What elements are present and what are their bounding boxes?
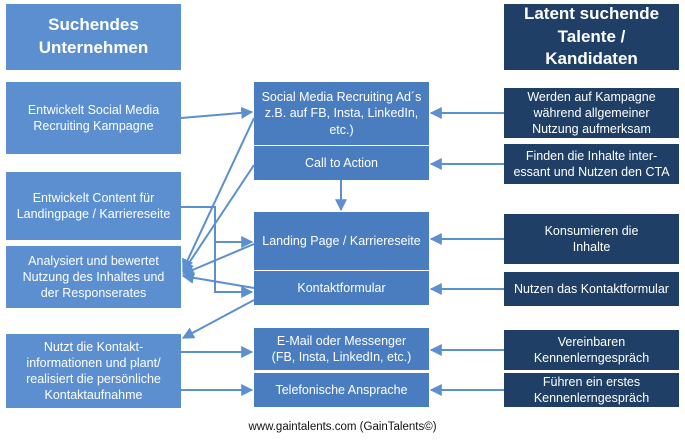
arrow-form-to-contact [181, 299, 255, 339]
right-box-konsumieren: Konsumieren die Inhalte [504, 214, 679, 264]
right-box-erstes-gespraech: Führen ein erstes Kennenlerngespräch [504, 373, 679, 407]
middle-box-telefonische-ansprache: Telefonische Ansprache [254, 373, 429, 407]
right-box-kontaktformular: Nutzen das Kontaktformular [504, 272, 679, 306]
left-box-content: Entwickelt Content für Landingpage / Kar… [6, 172, 181, 240]
right-box-kennenlernen: Vereinbaren Kennenlerngespräch [504, 330, 679, 370]
middle-box-call-to-action: Call to Action [254, 146, 429, 180]
left-box-campaign: Entwickelt Social Media Recruiting Kampa… [6, 82, 181, 154]
header-suchendes-unternehmen: Suchendes Unternehmen [6, 4, 181, 70]
footer-credit: www.gaintalents.com (GainTalents©) [248, 421, 437, 433]
middle-box-landing-page: Landing Page / Karriereseite [254, 212, 429, 270]
left-box-analysis: Analysiert und bewertet Nutzung des Inha… [6, 246, 181, 308]
right-box-cta: Finden die Inhalte inter- essant und Nut… [504, 144, 679, 184]
arrow-cta-to-analysis [182, 164, 255, 273]
arrow-landing-to-analysis [181, 243, 255, 276]
middle-box-kontaktformular: Kontaktformular [254, 271, 429, 305]
right-box-aufmerksam: Werden auf Kampagne während allgemeiner … [504, 88, 679, 138]
arrow-form-to-analysis [181, 271, 255, 289]
arrow-content-to-landing [181, 206, 254, 248]
left-box-contact: Nutzt die Kontakt- informationen und pla… [6, 334, 181, 408]
middle-box-email-messenger: E-Mail oder Messenger (FB, Insta, Linked… [254, 328, 429, 370]
header-latent-suchende-talente: Latent suchende Talente / Kandidaten [504, 4, 679, 70]
arrow-ads-to-analysis [182, 117, 255, 272]
arrow-content-to-form [181, 206, 254, 298]
arrow-campaign-to-ads [180, 106, 254, 119]
middle-box-social-media-ads: Social Media Recruiting Ad´s z.B. auf FB… [254, 82, 429, 145]
